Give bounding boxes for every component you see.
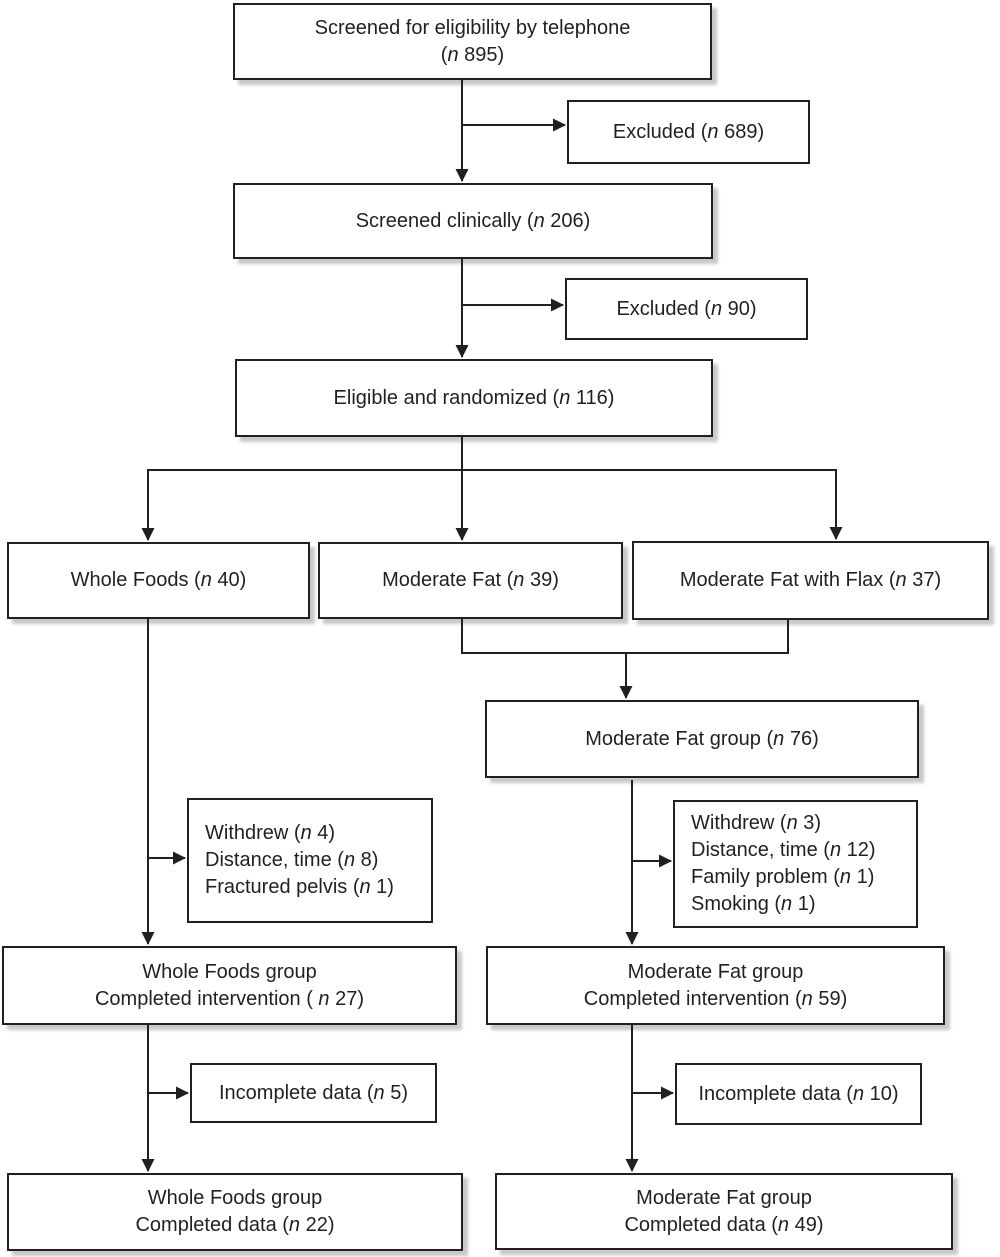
box-screened-telephone: Screened for eligibility by telephone (n… xyxy=(233,3,712,80)
box-mf-incomplete-data: Incomplete data (n 10) xyxy=(675,1063,922,1125)
box-wf-completed-intervention: Whole Foods group Completed intervention… xyxy=(2,946,457,1025)
box-text-line: Moderate Fat group xyxy=(627,960,804,983)
box-wf-completed-data: Whole Foods group Completed data (n 22) xyxy=(7,1173,463,1251)
box-text-line: Moderate Fat group xyxy=(636,1186,812,1209)
box-text-line: Completed data (n 49) xyxy=(624,1213,824,1236)
box-text-line: Smoking (n 1) xyxy=(691,893,816,915)
box-text-line: Screened clinically (n 206) xyxy=(355,209,591,232)
box-text-line: Withdrew (n 4) xyxy=(205,822,336,844)
box-text-line: Fractured pelvis (n 1) xyxy=(205,876,394,898)
box-text-line: Incomplete data (n 10) xyxy=(698,1082,899,1105)
box-eligible-randomized: Eligible and randomized (n 116) xyxy=(235,359,713,437)
box-text-line: Family problem (n 1) xyxy=(691,866,875,888)
box-text-line: Eligible and randomized (n 116) xyxy=(333,386,615,409)
box-text-line: Moderate Fat group (n 76) xyxy=(585,727,819,750)
box-text-line: Completed intervention (n 59) xyxy=(583,987,848,1010)
box-mf-withdrew: Withdrew (n 3) Distance, time (n 12) Fam… xyxy=(673,800,918,928)
box-text-line: Withdrew (n 3) xyxy=(691,812,822,834)
box-text-line: Whole Foods group xyxy=(147,1187,323,1209)
box-mf-completed-data: Moderate Fat group Completed data (n 49) xyxy=(495,1173,953,1250)
box-text-line: Screened for eligibility by telephone xyxy=(314,16,631,39)
box-text-line: Distance, time (n 12) xyxy=(691,839,876,861)
box-text-line: Moderate Fat with Flax (n 37) xyxy=(679,569,942,591)
box-excluded-telephone: Excluded (n 689) xyxy=(567,100,810,164)
box-moderate-fat-group: Moderate Fat group (n 76) xyxy=(485,700,919,778)
box-mf-completed-intervention: Moderate Fat group Completed interventio… xyxy=(486,946,945,1025)
box-whole-foods-arm: Whole Foods (n 40) xyxy=(7,542,310,619)
box-text-line: Excluded (n 689) xyxy=(612,120,765,143)
box-text-line: Whole Foods (n 40) xyxy=(70,569,247,591)
box-text-line: Moderate Fat (n 39) xyxy=(382,569,559,591)
box-text-line: Completed intervention ( n 27) xyxy=(94,987,365,1010)
box-text-line: Excluded (n 90) xyxy=(616,297,757,320)
box-screened-clinically: Screened clinically (n 206) xyxy=(233,183,713,259)
box-text-line: Distance, time (n 8) xyxy=(205,849,379,871)
box-wf-incomplete-data: Incomplete data (n 5) xyxy=(190,1063,437,1123)
box-text-line: Completed data (n 22) xyxy=(135,1214,335,1236)
box-text-line: (n 895) xyxy=(440,43,505,66)
box-text-line: Incomplete data (n 5) xyxy=(219,1081,408,1104)
box-excluded-clinical: Excluded (n 90) xyxy=(565,278,808,340)
box-text-line: Whole Foods group xyxy=(142,960,317,983)
box-moderate-fat-arm: Moderate Fat (n 39) xyxy=(318,542,623,619)
box-moderate-fat-flax-arm: Moderate Fat with Flax (n 37) xyxy=(632,541,989,620)
box-wf-withdrew: Withdrew (n 4) Distance, time (n 8) Frac… xyxy=(187,798,433,923)
